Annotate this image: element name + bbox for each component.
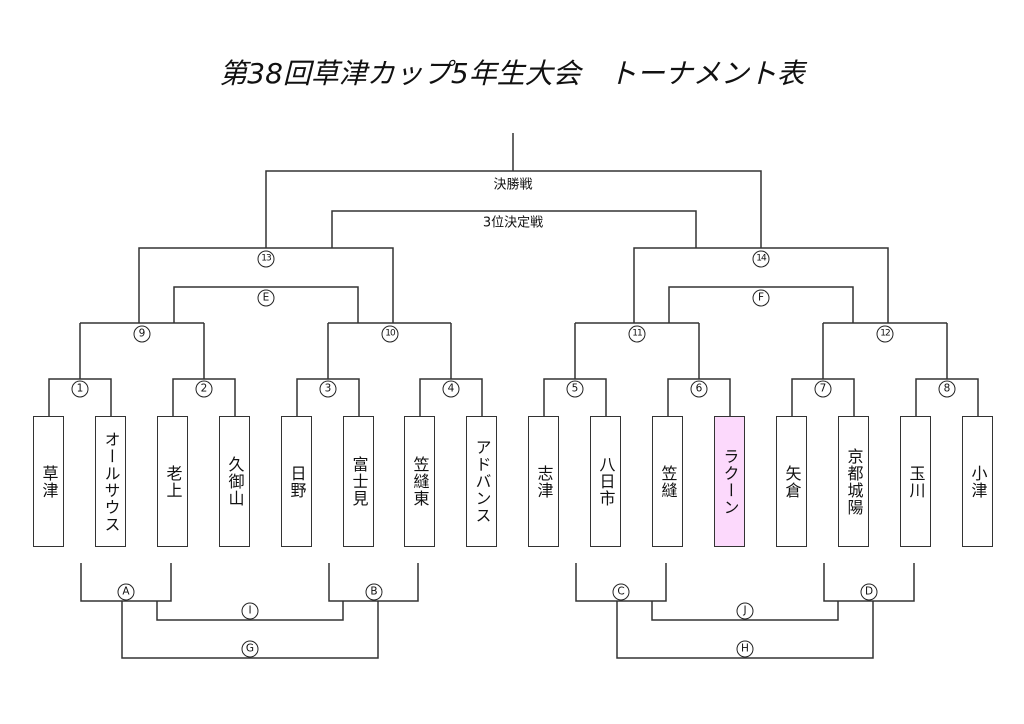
match-label: 9 (133, 325, 151, 343)
team-name: 日野 (287, 464, 307, 499)
match-label: D (860, 583, 878, 601)
match-label: 1 (71, 380, 89, 398)
team-name: 老上 (163, 464, 183, 499)
consolation-bracket-line (328, 563, 419, 602)
match-label: 10 (381, 325, 399, 343)
consolation-bracket-line (80, 563, 172, 602)
team-box: 笠縫東 (404, 416, 435, 547)
team-name: 久御山 (225, 456, 245, 507)
consolation-bracket-line (823, 563, 915, 602)
team-box: 八日市 (590, 416, 621, 547)
match-label: F (752, 289, 770, 307)
team-name: 小津 (968, 464, 988, 499)
consolation-cross-line (156, 601, 344, 621)
match-label: 4 (442, 380, 460, 398)
match-label: 2 (195, 380, 213, 398)
match-label: 5 (566, 380, 584, 398)
match-label: 14 (752, 250, 770, 268)
team-box: 笠縫 (652, 416, 683, 547)
team-name: 玉川 (906, 464, 926, 499)
consolation-final-line (121, 601, 379, 659)
match-label: H (736, 640, 754, 658)
match-label: 3 (319, 380, 337, 398)
team-box: 富士見 (343, 416, 374, 547)
final-label: 決勝戦 (493, 177, 533, 193)
third-place-label: 3位決定戦 (482, 215, 544, 231)
match-label: 8 (938, 380, 956, 398)
team-box: 久御山 (219, 416, 250, 547)
consolation-bracket-line (575, 563, 667, 602)
team-box: 矢倉 (776, 416, 807, 547)
team-name: 矢倉 (782, 464, 802, 499)
team-box: 老上 (157, 416, 188, 547)
match-label: E (257, 289, 275, 307)
team-box: 玉川 (900, 416, 931, 547)
team-name: 志津 (534, 464, 554, 499)
consolation-line (668, 286, 854, 323)
match-label: A (117, 583, 135, 601)
match-label: 11 (628, 325, 646, 343)
team-box: 草津 (33, 416, 64, 547)
team-box: アドバンス (466, 416, 497, 547)
team-name: 笠縫東 (410, 456, 430, 507)
team-box: 京都城陽 (838, 416, 869, 547)
team-name: アドバンス (472, 439, 492, 524)
match-label: 13 (257, 250, 275, 268)
team-box: オールサウス (95, 416, 126, 547)
team-box: ラクーン (714, 416, 745, 547)
consolation-line (173, 286, 359, 323)
team-name: オールサウス (101, 430, 121, 533)
match-label: I (241, 602, 259, 620)
match-label: 7 (814, 380, 832, 398)
third-place-line (331, 210, 697, 248)
consolation-cross-line (651, 601, 839, 621)
team-name: 笠縫 (658, 464, 678, 499)
team-name: 京都城陽 (844, 447, 864, 516)
team-box: 日野 (281, 416, 312, 547)
match-label: C (612, 583, 630, 601)
team-box: 志津 (528, 416, 559, 547)
team-name: 富士見 (349, 456, 369, 507)
team-name: ラクーン (720, 447, 740, 516)
match-label: 6 (690, 380, 708, 398)
match-label: G (241, 640, 259, 658)
consolation-final-line (616, 601, 874, 659)
team-name: 八日市 (596, 456, 616, 507)
match-label: J (736, 602, 754, 620)
team-box: 小津 (962, 416, 993, 547)
match-label: B (365, 583, 383, 601)
page-title: 第38回草津カップ5年生大会 トーナメント表 (219, 57, 805, 90)
match-label: 12 (876, 325, 894, 343)
team-name: 草津 (39, 464, 59, 499)
